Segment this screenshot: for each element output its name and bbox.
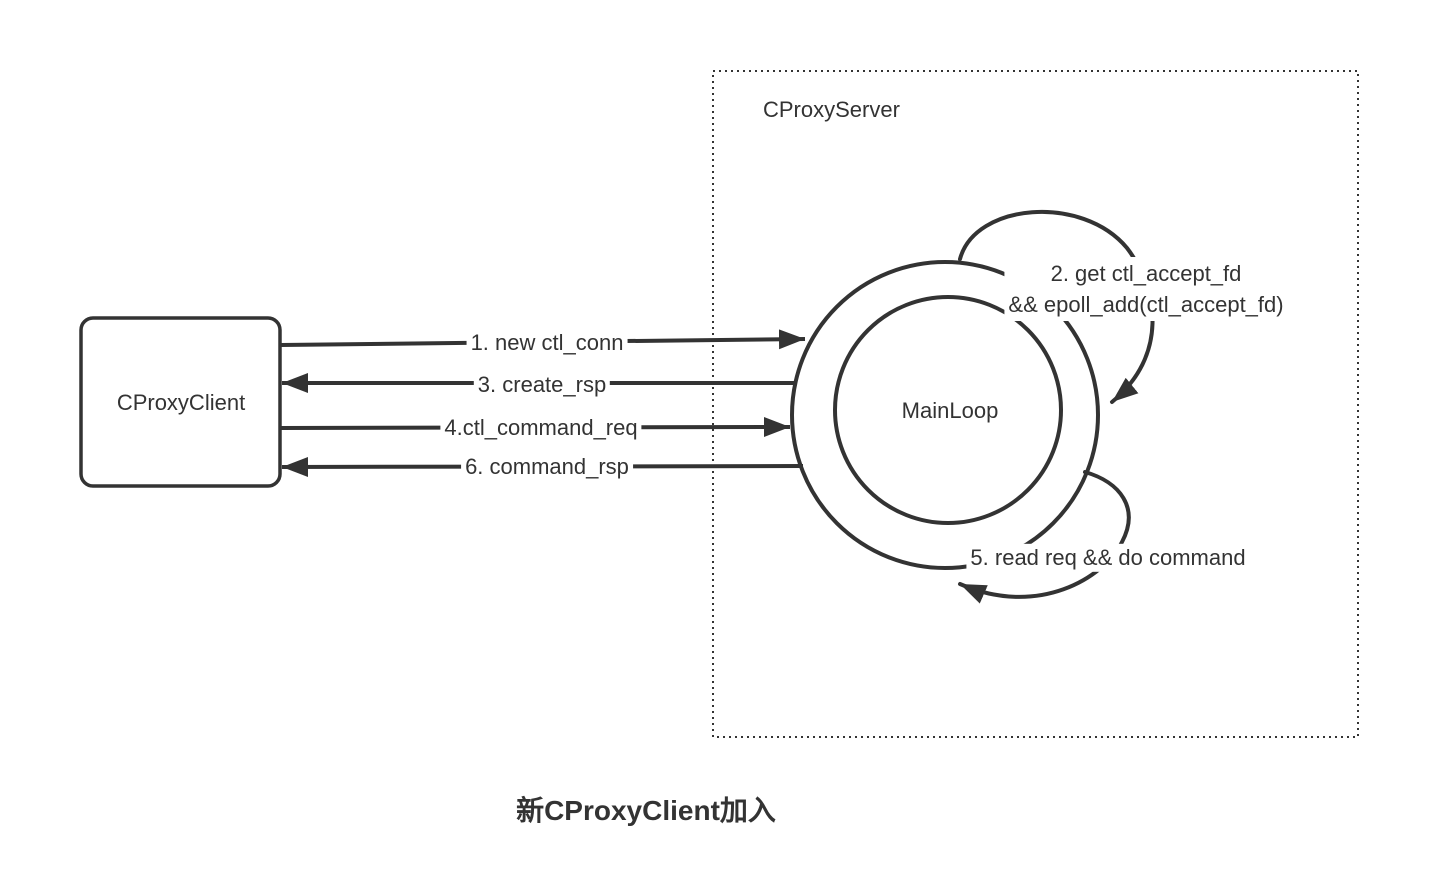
mainloop-label: MainLoop bbox=[901, 397, 999, 423]
cproxyserver-label: CProxyServer bbox=[763, 96, 900, 122]
message-label-new-ctl-conn: 1. new ctl_conn bbox=[466, 328, 628, 358]
message-label-ctl-command-req: 4.ctl_command_req bbox=[440, 413, 642, 443]
self-loop-accept-label-line1: 2. get ctl_accept_fd bbox=[1050, 261, 1242, 286]
cproxyserver-box bbox=[712, 70, 1359, 738]
diagram-caption: 新CProxyClient加入 bbox=[516, 795, 776, 827]
self-loop-command-arrow bbox=[958, 470, 1131, 604]
self-loop-accept-arrow bbox=[958, 209, 1155, 404]
self-loop-command-label: 5. read req && do command bbox=[966, 543, 1250, 573]
message-label-create-rsp: 3. create_rsp bbox=[473, 370, 611, 400]
message-label-command-rsp: 6. command_rsp bbox=[461, 452, 633, 482]
mainloop-outer-circle bbox=[790, 260, 1100, 570]
cproxyclient-box bbox=[79, 316, 282, 488]
cproxyclient-label: CProxyClient bbox=[116, 389, 246, 415]
mainloop-inner-circle bbox=[833, 295, 1063, 525]
self-loop-accept-label-line2: && epoll_add(ctl_accept_fd) bbox=[1008, 292, 1284, 317]
self-loop-accept-label: 2. get ctl_accept_fd && epoll_add(ctl_ac… bbox=[1004, 257, 1288, 321]
